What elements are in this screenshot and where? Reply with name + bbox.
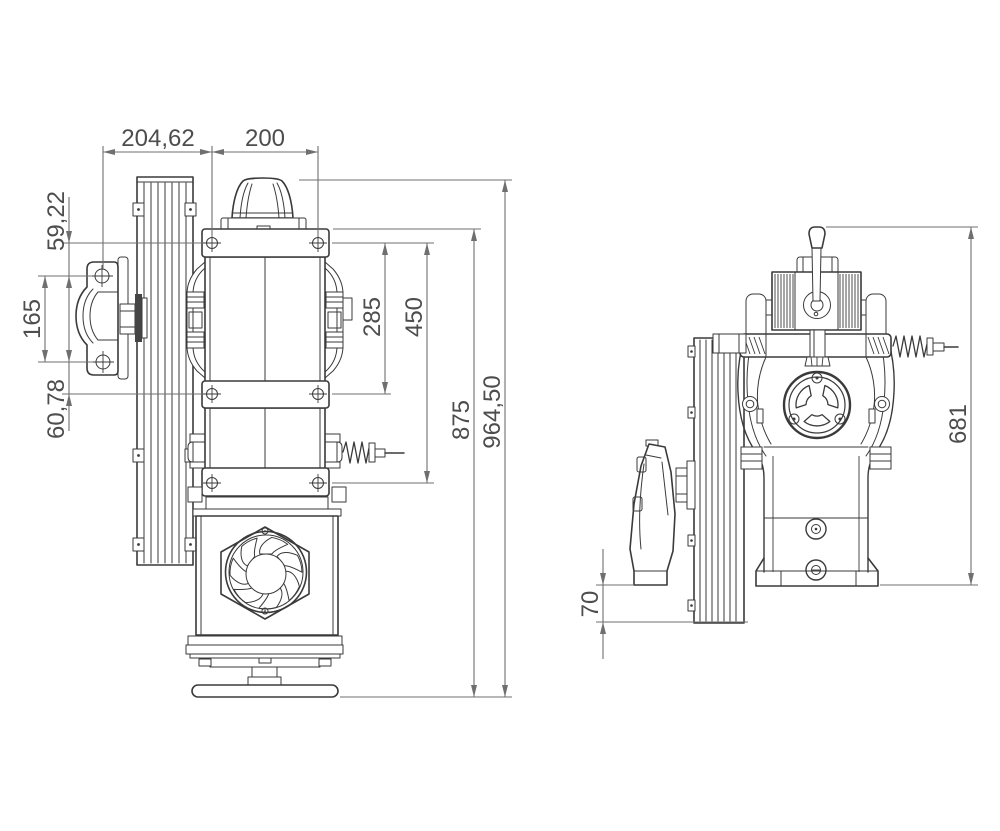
dim-label-frame-height: 875 bbox=[448, 400, 475, 440]
shaft-flange-side bbox=[782, 370, 852, 440]
dim-label-bracket-holes: 165 bbox=[19, 299, 46, 339]
frame-side bbox=[737, 335, 895, 581]
base-side bbox=[755, 557, 879, 587]
frame-bolts-side bbox=[805, 518, 827, 581]
side-dimensions: 681 70 bbox=[577, 226, 978, 659]
fan-hub bbox=[245, 553, 287, 595]
brake-lever bbox=[808, 226, 826, 302]
dim-label-crossbar-to-bracket: 59,22 bbox=[43, 191, 70, 251]
shaft-hub-front bbox=[119, 294, 148, 342]
bracket-hole-bottom bbox=[92, 351, 114, 373]
sheave-front bbox=[132, 176, 197, 566]
fan-guard-hexagon bbox=[220, 526, 310, 620]
motor-frame-front bbox=[201, 228, 330, 497]
crossbar-screws bbox=[203, 234, 327, 492]
dim-label-sheave-below-base: 70 bbox=[577, 591, 604, 618]
shaft-hub-side bbox=[675, 460, 696, 510]
fan-assembly bbox=[185, 486, 347, 698]
front-view: 204,62 200 59,22 165 60,78 285 450 875 9… bbox=[19, 125, 512, 698]
dim-label-frame-width: 200 bbox=[245, 125, 285, 152]
sheave-side bbox=[687, 337, 745, 624]
base-plate-front bbox=[185, 635, 344, 698]
dim-label-overall-height: 964,50 bbox=[479, 375, 506, 448]
front-dimensions: 204,62 200 59,22 165 60,78 285 450 875 9… bbox=[19, 125, 512, 698]
dim-label-upper-span: 285 bbox=[359, 297, 386, 337]
dim-label-span-total: 450 bbox=[401, 297, 428, 337]
brake-spring-front bbox=[342, 441, 405, 464]
sheave-lugs-front bbox=[132, 202, 197, 552]
center-clamp-side bbox=[809, 329, 826, 358]
bracket-hole-top bbox=[91, 265, 113, 287]
dim-label-bracket-to-mid: 60,78 bbox=[43, 379, 70, 439]
stator-front bbox=[186, 261, 353, 379]
side-view: 681 70 bbox=[577, 226, 978, 659]
crossbar-side bbox=[712, 329, 892, 367]
dim-label-side-overall-height: 681 bbox=[945, 404, 972, 444]
spring-side bbox=[892, 335, 959, 358]
dim-label-sheave-offset: 204,62 bbox=[121, 125, 194, 152]
brake-front bbox=[187, 433, 343, 469]
encoder-cover bbox=[220, 177, 307, 232]
sheave-clamp-side bbox=[712, 333, 747, 354]
bracket-side bbox=[629, 439, 676, 586]
